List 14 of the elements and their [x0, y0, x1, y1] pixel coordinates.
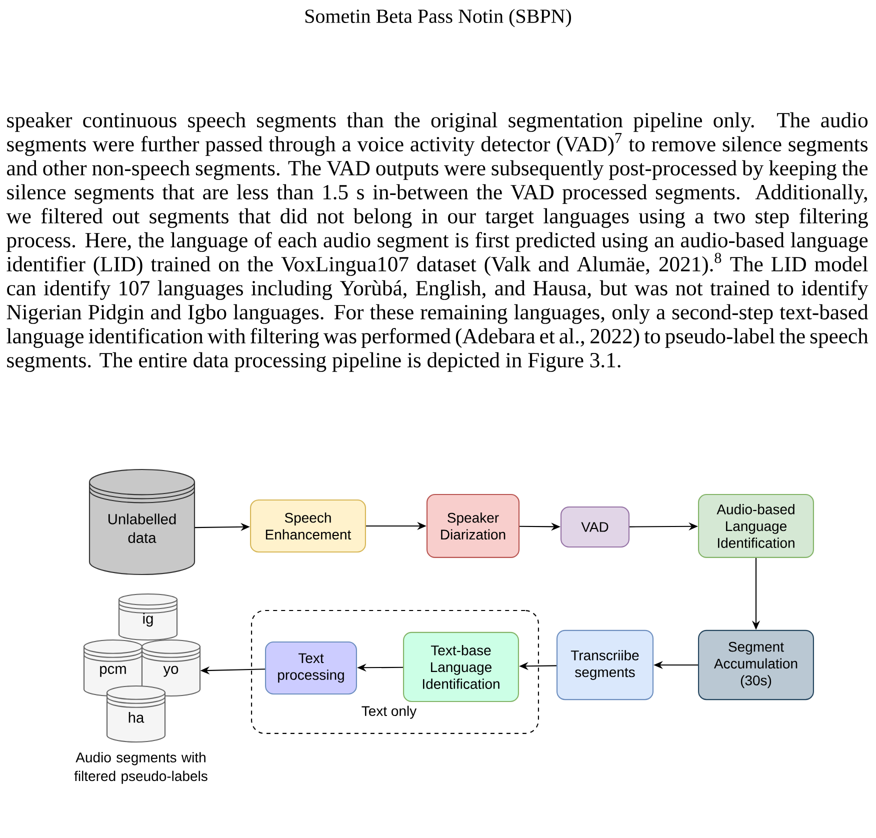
process-box: Speech Enhancement	[250, 499, 366, 553]
process-box: VAD	[560, 506, 630, 548]
database-cylinder: Unlabelled data	[88, 468, 196, 576]
running-header: Sometin Beta Pass Notin (SBPN)	[305, 8, 572, 28]
process-box: Text processing	[265, 641, 357, 695]
body-paragraph: speaker continuous speech segments than the original segmentation pipeline only. The audio segments were further passed through a voice activity detector (VAD)$^{7}$ to remove silence segments and other non-speech segments. The VAD outputs were subsequently post-processed by keeping the silence segments that are less than 1.5 s in-between the VAD processed segments. Additionally, we filtered out segments that did not belong in our target languages using a two step filtering process. Here, the language of each audio segment is first predicted using an audio-based language identifier (LID) trained on the VoxLingua107 dataset (Valk and Alumäe, 2021).$^{8}$ The LID model can identify 107 languages including Yorùbá, English, and Hausa, but was not trained to identify Nigerian Pidgin and Igbo languages. For these remaining languages, only a second-step text-based language identification with filtering was performed (Adebara et al., 2022) to pseudo-label the speech segments. The entire data processing pipeline is depicted in Figure 3.1.	[6, 112, 868, 372]
process-box: Text-base Language Identification	[403, 632, 519, 702]
process-box: Speaker Diarization	[426, 494, 520, 558]
database-cylinder: ha	[106, 685, 166, 743]
database-cylinder: yo	[141, 639, 201, 697]
process-box: Segment Accumulation (30s)	[698, 630, 814, 700]
process-box: Audio-based Language Identification	[698, 494, 814, 558]
database-cylinder: ig	[118, 593, 178, 641]
process-box: Transcriibe segments	[556, 630, 654, 700]
